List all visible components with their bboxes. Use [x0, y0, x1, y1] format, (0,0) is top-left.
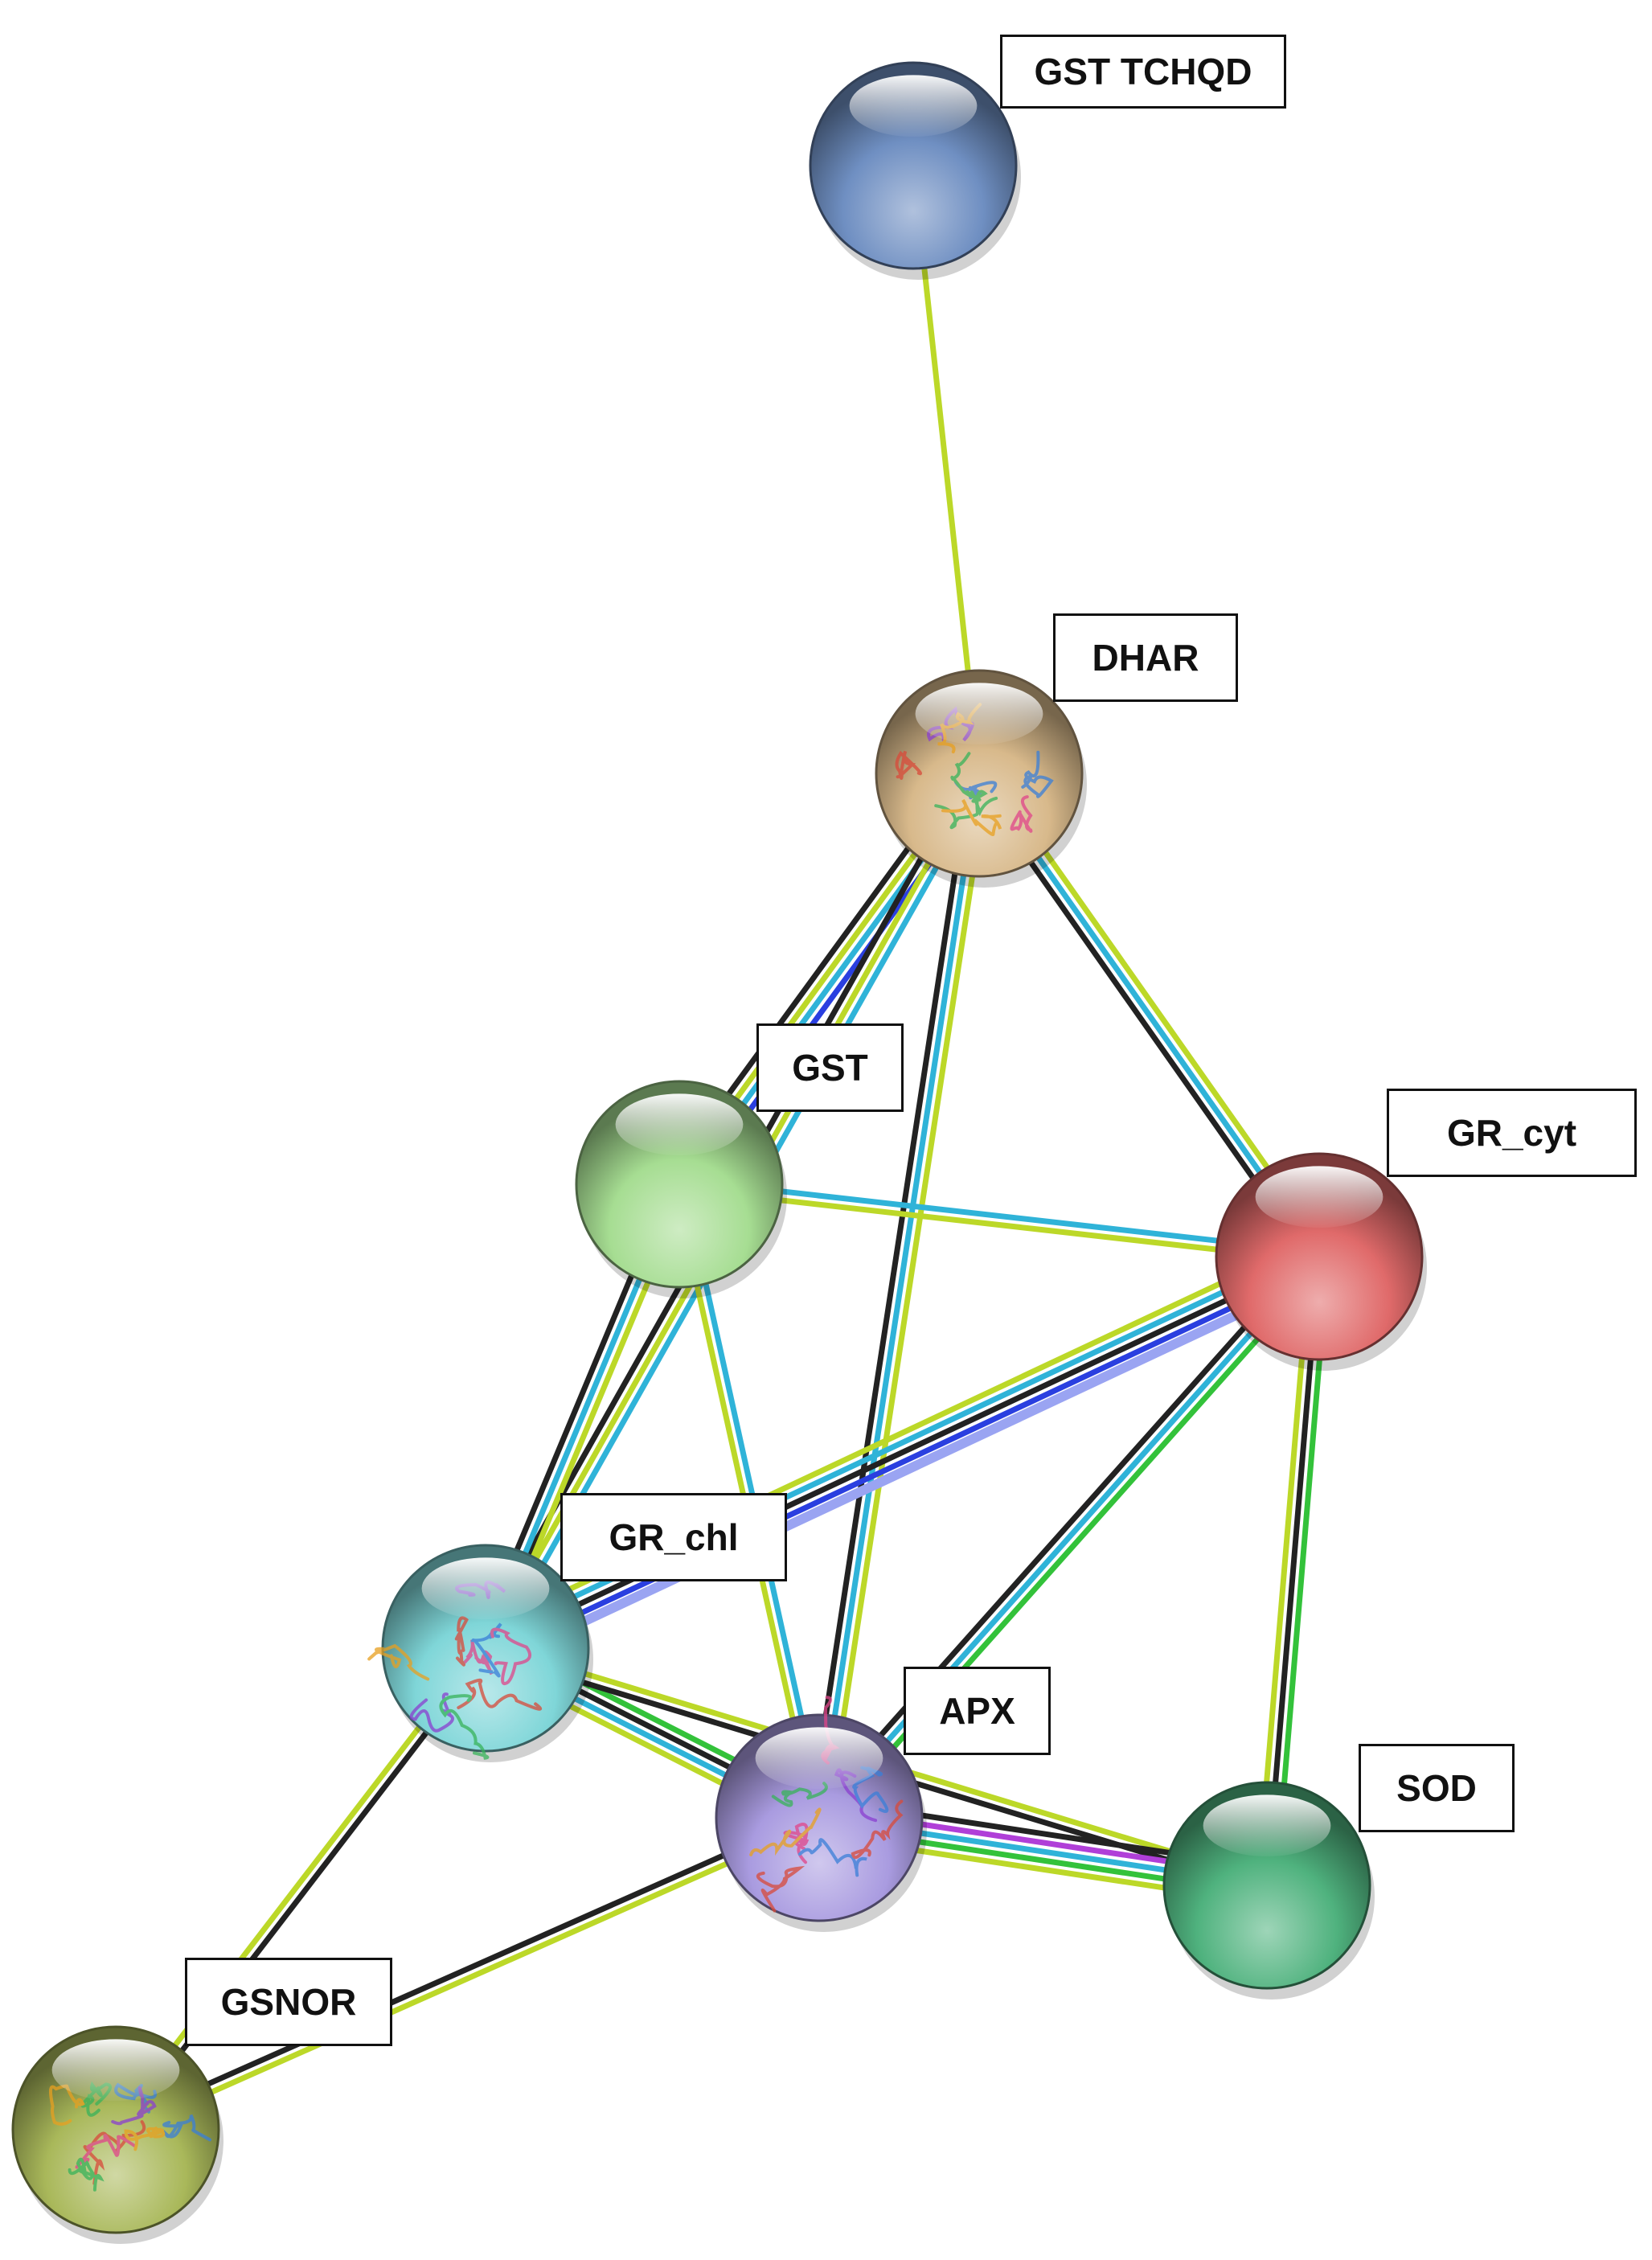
protein-strand — [367, 1643, 430, 1681]
protein-strand — [771, 1782, 828, 1807]
protein-strand — [162, 2114, 211, 2142]
protein-strand — [797, 1838, 867, 1877]
protein-strand — [48, 2084, 85, 2126]
edge-gr-cyt-sod — [1255, 1255, 1331, 1887]
protein-strand — [783, 1823, 810, 1864]
label-gst: GST — [756, 1023, 904, 1112]
protein-strand — [439, 1694, 490, 1760]
node-highlight — [849, 75, 978, 137]
edge-line-coexpression — [807, 771, 974, 1817]
node-gr-cyt[interactable] — [1215, 1152, 1427, 1371]
protein-strand — [490, 1627, 532, 1686]
protein-strand — [950, 752, 998, 817]
nodes-layer — [11, 61, 1427, 2244]
edge-line-textmining — [825, 774, 991, 1820]
edge-line-textmining — [1255, 1255, 1314, 1885]
protein-structure-icon — [895, 703, 1054, 836]
protein-strand — [457, 1678, 542, 1711]
node-gsnor[interactable] — [11, 2025, 223, 2244]
protein-strand — [895, 750, 922, 780]
label-dhar: DHAR — [1053, 613, 1238, 702]
node-highlight — [755, 1727, 883, 1790]
protein-strand — [470, 1622, 502, 1678]
node-sod[interactable] — [1162, 1781, 1375, 2000]
protein-strand — [68, 2157, 105, 2192]
protein-strand — [1021, 750, 1054, 798]
edge-dhar-apx — [807, 771, 991, 1820]
edge-line-coexpression — [810, 1249, 1315, 1815]
protein-strand — [941, 798, 1002, 836]
node-highlight — [1203, 1794, 1331, 1857]
protein-strand — [463, 1639, 494, 1676]
protein-strand — [124, 2127, 166, 2151]
protein-strand — [749, 1807, 822, 1856]
protein-strand — [756, 1865, 806, 1913]
label-gsnor: GSNOR — [185, 1958, 392, 2046]
edge-line-coexpression — [113, 1811, 819, 2129]
node-apx[interactable] — [715, 1696, 927, 1932]
protein-strand — [409, 1692, 454, 1733]
protein-strand — [1010, 795, 1033, 833]
edge-line-homology-light — [490, 1268, 1329, 1669]
protein-strand — [851, 1799, 904, 1860]
protein-strand — [934, 790, 988, 830]
edge-gst-gr-cyt — [678, 1177, 1321, 1264]
node-gst-tchqd[interactable] — [809, 61, 1021, 280]
label-sod: SOD — [1359, 1744, 1515, 1832]
edge-line-textmining — [116, 1819, 822, 2137]
edge-line-homology — [488, 1261, 1325, 1659]
protein-strand — [75, 2134, 137, 2170]
protein-strand — [454, 1616, 469, 1667]
protein-strand — [852, 1766, 889, 1814]
label-gst-tchqd: GST TCHQD — [1000, 35, 1286, 109]
label-gr-cyt: GR_cyt — [1387, 1089, 1637, 1177]
protein-strand — [954, 781, 998, 800]
edge-line-database — [679, 1177, 1321, 1256]
node-gst[interactable] — [575, 1080, 787, 1298]
edge-line-database — [817, 1254, 1322, 1820]
edge-line-coexpression — [484, 1253, 1321, 1651]
edge-line-coexpression — [1264, 1256, 1322, 1886]
edge-apx-gsnor — [113, 1811, 822, 2137]
node-highlight — [421, 1557, 550, 1620]
node-highlight — [615, 1093, 744, 1156]
label-gr-chl: GR_chl — [560, 1493, 787, 1581]
node-dhar[interactable] — [875, 669, 1087, 888]
node-highlight — [1255, 1166, 1383, 1228]
label-apx: APX — [904, 1667, 1051, 1755]
node-highlight — [51, 2039, 180, 2102]
edge-line-neighborhood — [1273, 1257, 1331, 1887]
node-highlight — [915, 683, 1043, 745]
edge-line-database — [816, 773, 982, 1819]
edge-line-textmining — [678, 1185, 1319, 1264]
node-gr-chl[interactable] — [367, 1544, 593, 1762]
